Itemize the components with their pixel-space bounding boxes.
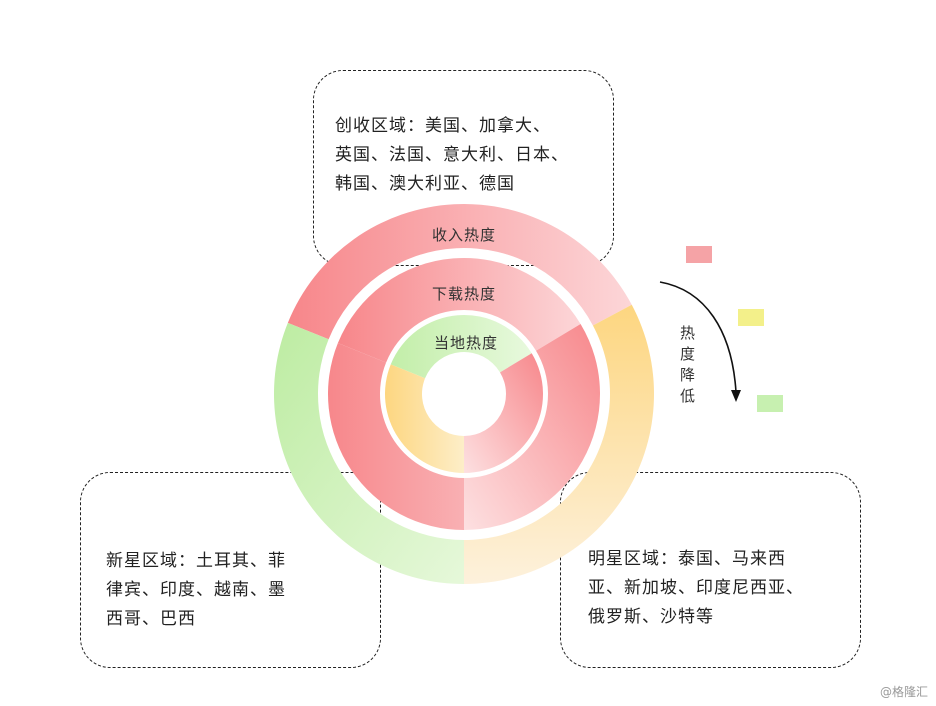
legend-medium-swatch bbox=[738, 309, 764, 326]
text-line: 新星区域：土耳其、菲 bbox=[106, 551, 286, 571]
legend-high-swatch bbox=[686, 246, 712, 263]
text-line: 律宾、印度、越南、墨 bbox=[106, 580, 286, 600]
middle-ring-top-segment bbox=[337, 257, 581, 363]
text-line: 亚、新加坡、印度尼西亚、 bbox=[588, 578, 804, 598]
star-region-box bbox=[560, 472, 861, 668]
legend-low-swatch bbox=[757, 395, 783, 412]
arrow bbox=[659, 281, 741, 402]
middle-ring-right-segment bbox=[464, 323, 600, 530]
middle-ring-left-segment bbox=[328, 343, 464, 530]
outer-ring-label: 收入热度 bbox=[431, 226, 496, 244]
star-region-text: 明星区域：泰国、马来西 亚、新加坡、印度尼西亚、 俄罗斯、沙特等 bbox=[588, 545, 804, 632]
outer-ring-emerging-segment bbox=[273, 322, 464, 584]
text-line: 英国、法国、意大利、日本、 bbox=[335, 145, 569, 165]
inner-ring-top-segment bbox=[390, 315, 532, 379]
revenue-region-text: 创收区域：美国、加拿大、 英国、法国、意大利、日本、 韩国、澳大利亚、德国 bbox=[335, 112, 569, 199]
text-line: 俄罗斯、沙特等 bbox=[588, 607, 714, 627]
middle-ring-label: 下载热度 bbox=[431, 285, 496, 303]
text-line: 创收区域：美国、加拿大、 bbox=[335, 116, 551, 136]
emerging-region-box bbox=[80, 472, 381, 668]
text-line: 西哥、巴西 bbox=[106, 609, 196, 629]
inner-ring-label: 当地热度 bbox=[433, 334, 498, 352]
text-line: 明星区域：泰国、马来西 bbox=[588, 549, 786, 569]
inner-ring-left-segment bbox=[384, 364, 464, 474]
inner-ring-right-segment bbox=[464, 353, 543, 473]
text-line: 韩国、澳大利亚、德国 bbox=[335, 174, 515, 194]
outer-ring-star-segment bbox=[464, 304, 655, 584]
outer-ring-revenue-segment bbox=[287, 203, 632, 340]
watermark: @格隆汇 bbox=[879, 685, 928, 699]
emerging-region-text: 新星区域：土耳其、菲 律宾、印度、越南、墨 西哥、巴西 bbox=[106, 547, 286, 634]
heat-decrease-label: 热度降低 bbox=[680, 324, 696, 405]
